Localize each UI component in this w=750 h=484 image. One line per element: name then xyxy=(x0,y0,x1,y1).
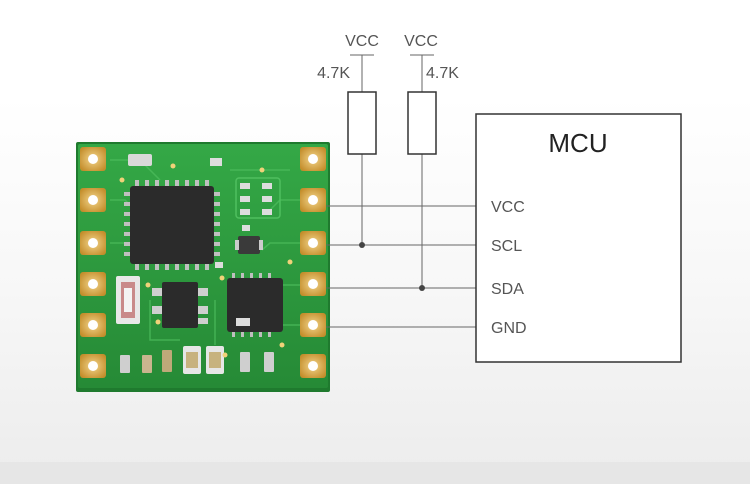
resistor-value-1: 4.7K xyxy=(317,65,350,82)
left-pads xyxy=(80,147,106,378)
mcu-pin-gnd: GND xyxy=(491,320,527,337)
regulator-chip xyxy=(152,282,208,328)
signal-wires xyxy=(326,54,484,328)
mcu-pin-vcc: VCC xyxy=(491,199,525,216)
main-ic-chip xyxy=(124,180,220,270)
pullup-resistor-1 xyxy=(347,91,377,155)
pcb-board xyxy=(78,144,328,388)
junction-sda xyxy=(419,285,425,291)
status-led xyxy=(116,276,140,324)
right-pads xyxy=(300,147,326,378)
pcb-vias xyxy=(119,163,293,358)
mcu-title: MCU xyxy=(548,128,607,158)
bottom-capacitors xyxy=(120,154,274,374)
resistor-array xyxy=(235,177,281,254)
pullup-resistor-2 xyxy=(407,91,437,155)
mcu-box xyxy=(475,113,682,363)
mcu-pin-scl: SCL xyxy=(491,238,522,255)
supply-label-2: VCC xyxy=(404,33,438,50)
floor-shadow xyxy=(0,462,750,484)
supply-label-1: VCC xyxy=(345,33,379,50)
mcu-pin-sda: SDA xyxy=(491,281,524,298)
sensor-module xyxy=(76,142,330,392)
junction-scl xyxy=(359,242,365,248)
secondary-ic-chip xyxy=(227,273,283,337)
resistor-value-2: 4.7K xyxy=(426,65,459,82)
